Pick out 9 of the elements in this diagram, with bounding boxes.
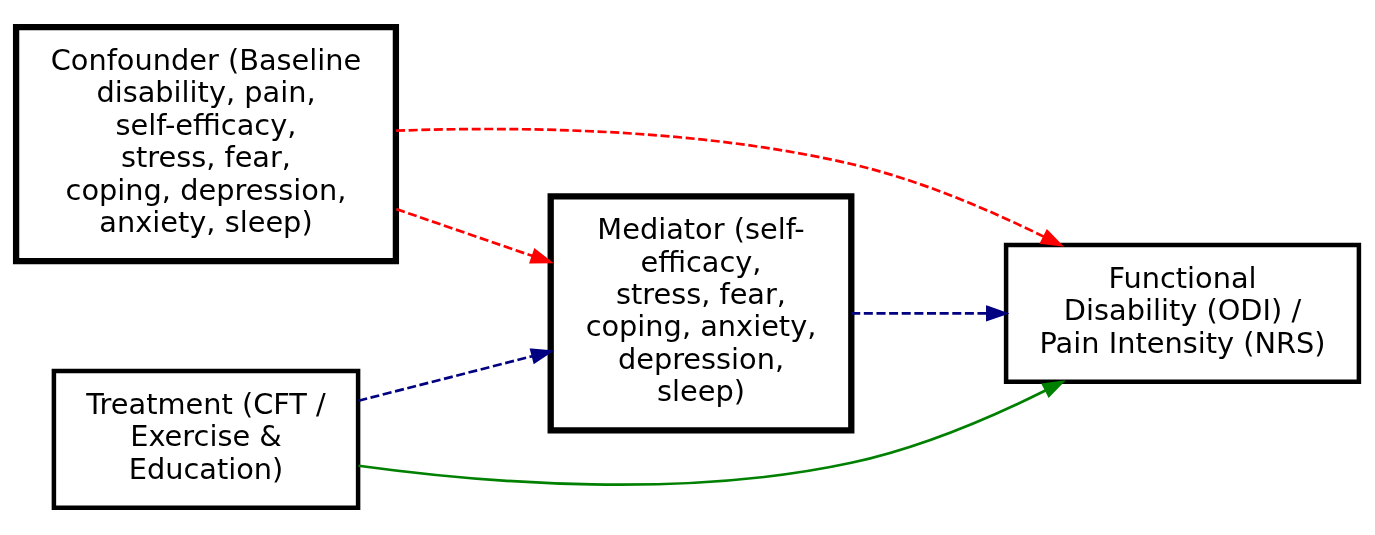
arrow — [358, 348, 555, 403]
node-box: Functional Disability (ODI) / Pain Intensity (NRS) — [1003, 242, 1362, 385]
node-box: Confounder (Baseline disability, pain, self-efficacy, stress, fear, coping, depression, anxiety, sleep) — [12, 24, 400, 265]
arrow — [395, 207, 554, 264]
arrow — [396, 127, 1065, 247]
arrow — [358, 380, 1066, 486]
arrow — [851, 305, 1010, 322]
node-box: Mediator (self-efficacy, stress, fear, coping, anxiety, depression, sleep) — [547, 193, 855, 434]
node-box: Treatment (CFT / Exercise & Education) — [51, 368, 361, 511]
